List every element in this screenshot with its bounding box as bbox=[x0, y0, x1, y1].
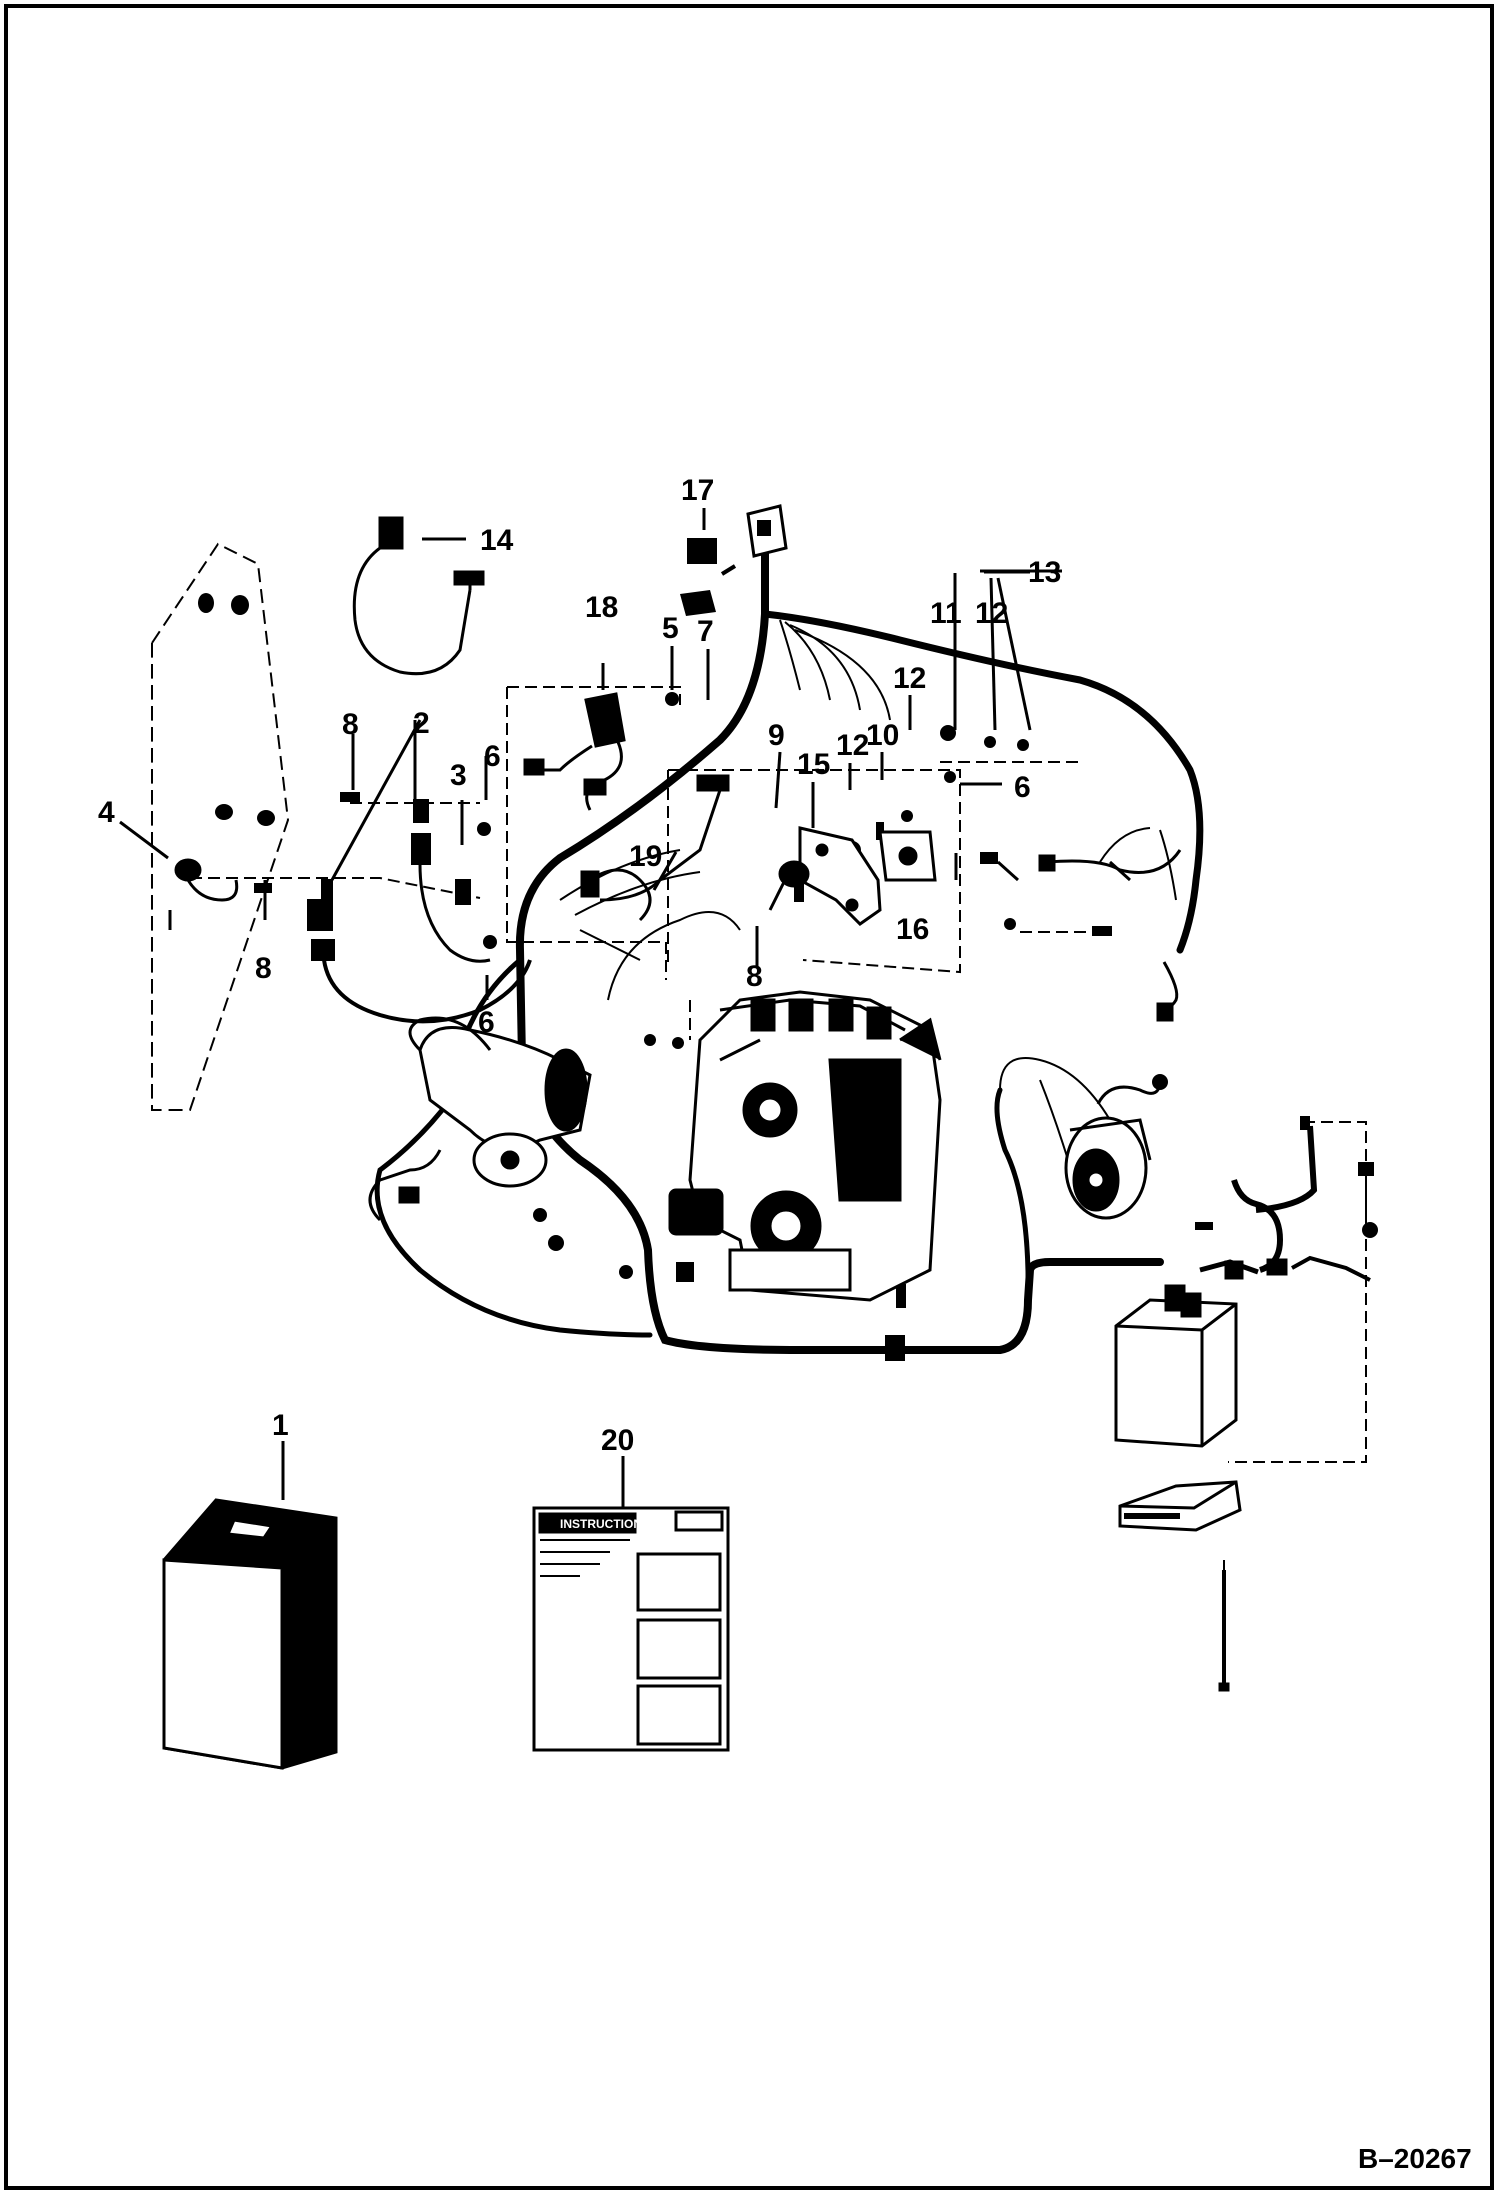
callout-2: 2 bbox=[413, 707, 430, 740]
callout-4: 4 bbox=[98, 796, 115, 829]
harness-branches bbox=[559, 619, 1177, 1201]
side-panel bbox=[151, 542, 290, 1111]
battery bbox=[1114, 1125, 1371, 1448]
callout-6a: 6 bbox=[484, 740, 501, 773]
page-border bbox=[4, 4, 1494, 2190]
relay-18 bbox=[523, 692, 626, 811]
battery-tray bbox=[1118, 1480, 1242, 1692]
callout-20: 20 bbox=[601, 1424, 634, 1457]
switches-2-3 bbox=[307, 799, 532, 1024]
callout-leaders bbox=[119, 508, 1062, 1508]
callout-11: 11 bbox=[930, 597, 962, 630]
callout-6c: 6 bbox=[478, 1006, 495, 1039]
brackets-15-16 bbox=[768, 826, 937, 926]
callout-10: 10 bbox=[866, 719, 899, 752]
hardware-parts bbox=[254, 692, 1378, 1361]
figure-reference: B–20267 bbox=[1358, 2143, 1472, 2174]
right-harness bbox=[996, 849, 1182, 1022]
callout-19: 19 bbox=[629, 840, 662, 873]
manual-binder bbox=[162, 1498, 338, 1770]
callout-12c: 12 bbox=[836, 729, 869, 762]
instructions-sheet: INSTRUCTIONS bbox=[532, 1506, 730, 1752]
callout-12a: 12 bbox=[975, 597, 1008, 630]
alternator bbox=[1064, 1079, 1162, 1220]
engine bbox=[668, 990, 942, 1302]
callout-8c: 8 bbox=[746, 960, 763, 993]
callout-1: 1 bbox=[272, 1409, 289, 1442]
callout-8a: 8 bbox=[342, 708, 359, 741]
callout-12b: 12 bbox=[893, 662, 926, 695]
wire-14 bbox=[352, 516, 485, 676]
callout-13: 13 bbox=[1028, 556, 1061, 589]
callout-9: 9 bbox=[768, 719, 785, 752]
callout-17: 17 bbox=[681, 474, 714, 507]
callout-labels: 1 2 3 4 5 6 6 6 7 8 8 8 9 10 11 12 12 12… bbox=[98, 474, 1061, 1457]
connector-17 bbox=[680, 504, 788, 616]
starter-motor bbox=[368, 1016, 592, 1222]
callout-18: 18 bbox=[585, 591, 618, 624]
callout-15: 15 bbox=[797, 748, 830, 781]
side-panel-holes bbox=[198, 593, 275, 826]
switch-4 bbox=[168, 858, 239, 930]
callout-16: 16 bbox=[896, 913, 929, 946]
callout-6b: 6 bbox=[1014, 771, 1031, 804]
callout-7: 7 bbox=[697, 615, 714, 648]
callout-14: 14 bbox=[480, 524, 514, 557]
instructions-title: INSTRUCTIONS bbox=[560, 1517, 650, 1531]
callout-3: 3 bbox=[450, 759, 467, 792]
callout-8b: 8 bbox=[255, 952, 272, 985]
callout-5: 5 bbox=[662, 612, 679, 645]
